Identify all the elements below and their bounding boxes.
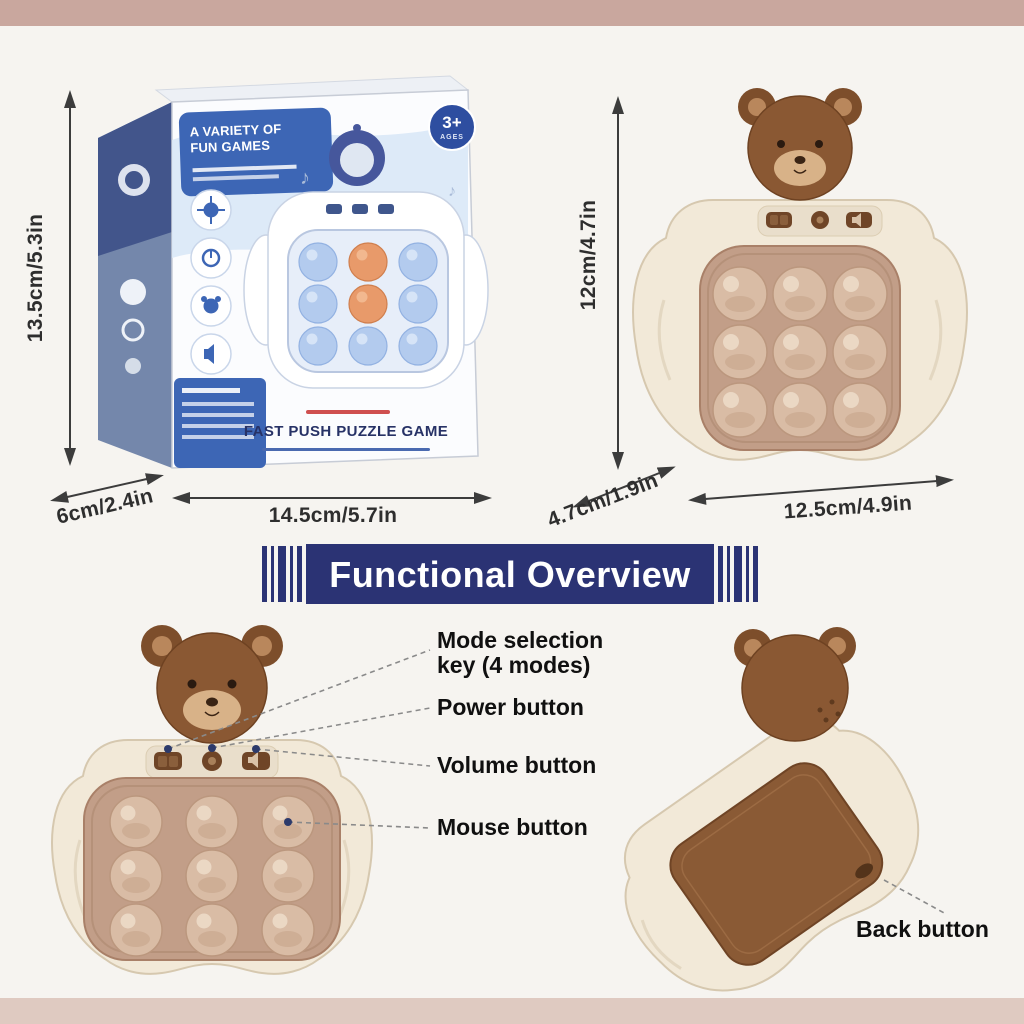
music-note-icon: ♪	[448, 183, 456, 200]
pop-bubble	[348, 326, 388, 366]
pop-bubble	[109, 795, 163, 849]
pop-bubble	[348, 284, 388, 324]
pop-bubble	[712, 266, 768, 322]
leader-dot	[284, 818, 292, 826]
toy-height-dimension: 12cm/4.7in	[577, 199, 600, 311]
bottom-border-band	[0, 998, 1024, 1024]
toy-depth-arrow	[572, 466, 676, 508]
pop-bubble	[348, 242, 388, 282]
age-badge	[428, 103, 476, 151]
toy-front-top	[632, 88, 968, 461]
box-width-dimension: 14.5cm/5.7in	[268, 504, 398, 527]
top-border-band	[0, 0, 1024, 26]
box-depth-arrow	[50, 473, 164, 503]
mode-leader-line	[167, 649, 431, 750]
pop-bubble	[712, 324, 768, 380]
pop-bubble	[185, 795, 239, 849]
callout-mouse: Mouse button	[437, 814, 588, 840]
pop-bubble	[398, 242, 438, 282]
toy-back-view	[623, 627, 920, 992]
toy-front-bottom	[51, 625, 373, 975]
callout-leaders	[164, 649, 947, 915]
box-small-blue-text-line	[262, 448, 430, 451]
power-button	[811, 211, 829, 229]
back-leader-line	[883, 879, 947, 915]
bear-head-back	[734, 627, 856, 742]
volume-button	[242, 752, 270, 770]
pop-bubble	[109, 903, 163, 957]
banner-background	[306, 544, 714, 604]
feature-icon	[190, 189, 232, 231]
mode-selection-key	[154, 752, 182, 770]
bear-muzzle	[183, 690, 241, 730]
pop-bubble	[398, 284, 438, 324]
pop-bubble	[185, 849, 239, 903]
leader-dot	[252, 745, 260, 753]
volume-leader-line	[255, 748, 431, 767]
battery-cover-panel	[669, 762, 884, 966]
box-game-modes-panel	[174, 378, 266, 468]
feature-icon	[190, 285, 232, 327]
pop-bubble	[832, 382, 888, 438]
age-badge-number: 3+	[442, 113, 462, 132]
toy-dimension-arrows	[572, 96, 954, 508]
pop-bubble	[298, 326, 338, 366]
callout-volume: Volume button	[437, 752, 597, 778]
pop-bubble	[261, 903, 315, 957]
pop-bubble	[298, 284, 338, 324]
pop-bubble	[772, 324, 828, 380]
pop-bubble	[832, 324, 888, 380]
banner-title: Functional Overview	[329, 554, 691, 595]
box-small-red-text-line	[306, 410, 390, 414]
box-illustration: ♪ ♪	[98, 75, 489, 469]
volume-button	[846, 212, 872, 228]
pop-bubble	[261, 849, 315, 903]
callout-mode-line2: key (4 modes)	[437, 652, 591, 678]
music-note-icon: ♪	[300, 167, 310, 189]
speaker-holes	[817, 699, 841, 723]
pop-bubble	[298, 242, 338, 282]
leader-dot	[208, 744, 216, 752]
back-button	[855, 863, 874, 879]
pop-bubble	[832, 266, 888, 322]
callout-mode-line1: Mode selection	[437, 627, 604, 653]
box-variety-title: A VARIETY OF FUN GAMES	[189, 121, 282, 156]
box-feature-badges	[190, 189, 232, 375]
bear-head	[738, 88, 862, 201]
box-header-panel	[178, 107, 334, 197]
feature-icon	[190, 333, 232, 375]
functional-overview-banner	[262, 544, 758, 604]
pop-bubble	[398, 326, 438, 366]
mouse-leader-line	[287, 821, 431, 829]
power-leader-line	[211, 707, 431, 749]
box-console-art	[243, 124, 489, 389]
pop-bubble	[109, 849, 163, 903]
leader-dot	[164, 745, 172, 753]
mode-selection-key	[766, 212, 792, 228]
pop-bubble	[772, 382, 828, 438]
pop-bubble	[712, 382, 768, 438]
box-height-dimension: 13.5cm/5.3in	[24, 213, 47, 343]
age-badge-label: AGES	[440, 134, 464, 141]
bear-muzzle	[774, 150, 826, 186]
feature-icon	[190, 237, 232, 279]
callout-power: Power button	[437, 694, 584, 720]
box-product-title: FAST PUSH PUZZLE GAME	[243, 423, 449, 440]
callout-back: Back button	[856, 916, 989, 942]
toy-width-arrow	[688, 475, 954, 505]
bear-head	[141, 625, 283, 744]
pop-bubble	[772, 266, 828, 322]
power-button	[202, 751, 222, 771]
box-dimension-arrows	[50, 90, 492, 504]
pop-bubble	[185, 903, 239, 957]
